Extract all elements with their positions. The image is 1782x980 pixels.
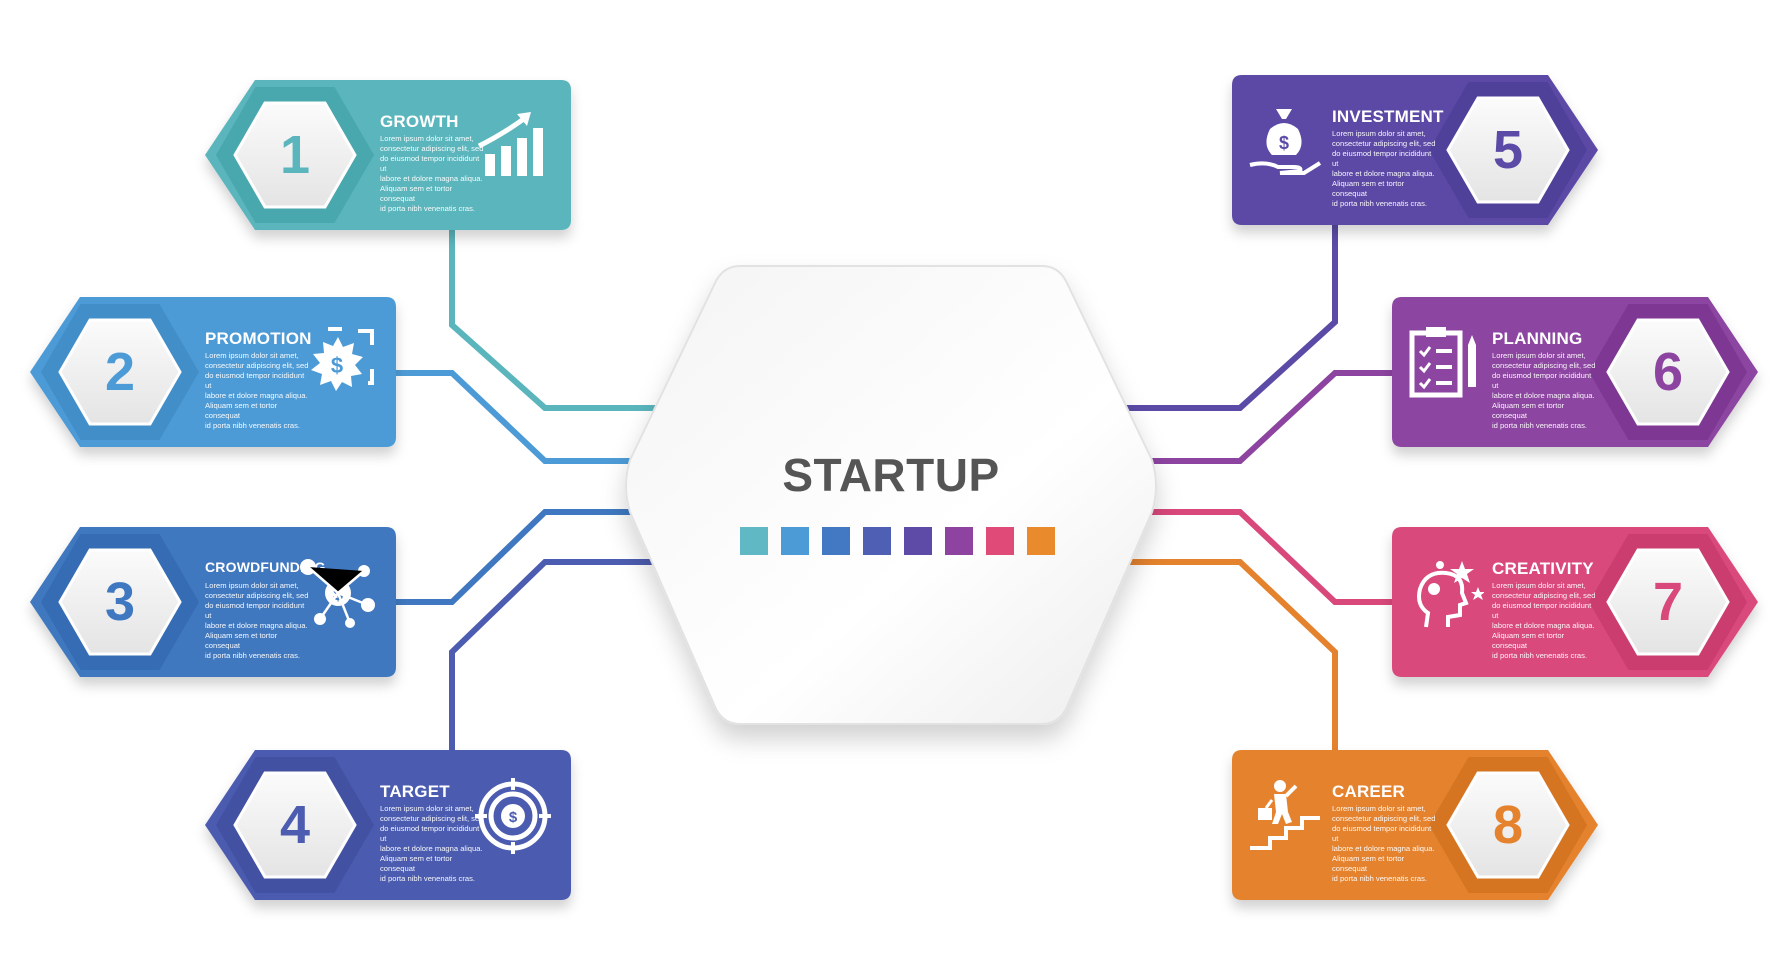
creative-head-stars-icon: [1404, 553, 1485, 633]
color-swatch-3: [822, 527, 850, 555]
step-number: 6: [1652, 342, 1684, 402]
color-swatch-1: [740, 527, 768, 555]
step-number: 1: [279, 125, 311, 185]
color-swatch-7: [986, 527, 1014, 555]
connector-line-7: [1145, 509, 1395, 605]
crowdfunding-network-icon: $: [298, 553, 378, 633]
step-card-2: 2 PROMOTION Lorem ipsum dolor sit amet, co…: [30, 297, 396, 447]
career-stairs-icon: [1244, 776, 1324, 856]
color-swatch-6: [945, 527, 973, 555]
center-title: STARTUP: [782, 449, 1000, 501]
step-card-4: 4 TARGET Lorem ipsum dolor sit amet, conse…: [205, 750, 571, 900]
connector-line-4: [449, 559, 667, 750]
step-card-shape-4: [205, 750, 571, 900]
step-description: Lorem ipsum dolor sit amet, consectetur …: [1332, 129, 1436, 208]
step-title: PROMOTION: [205, 329, 312, 348]
step-title: CROWDFUNDING: [205, 559, 326, 575]
color-swatch-8: [1027, 527, 1055, 555]
step-card-6: 6 PLANNING Lorem ipsum dolor sit amet, con…: [1392, 297, 1758, 447]
step-card-shape-6: [1392, 297, 1758, 447]
step-card-shape-5: [1232, 75, 1598, 225]
color-swatch-5: [904, 527, 932, 555]
step-number: 4: [279, 795, 311, 855]
step-card-1: 1 GROWTH Lorem ipsum dolor sit amet, conse…: [205, 80, 571, 230]
step-description: Lorem ipsum dolor sit amet, consectetur …: [205, 581, 309, 660]
step-card-3: 3 CROWDFUNDING Lorem ipsum dolor sit amet,…: [30, 527, 396, 677]
color-swatch-row: [740, 527, 1060, 555]
step-title: GROWTH: [380, 112, 459, 131]
connector-line-1: [449, 228, 667, 411]
step-description: Lorem ipsum dolor sit amet, consectetur …: [1332, 804, 1436, 883]
step-title: PLANNING: [1492, 329, 1583, 348]
step-description: Lorem ipsum dolor sit amet, consectetur …: [1492, 351, 1596, 430]
step-number: 5: [1492, 120, 1524, 180]
color-swatch-2: [781, 527, 809, 555]
connector-line-5: [1120, 222, 1338, 411]
svg-text:$: $: [509, 809, 518, 826]
step-card-shape-8: [1232, 750, 1598, 900]
svg-text:$: $: [1279, 133, 1289, 153]
target-dollar-icon: $: [473, 776, 553, 856]
step-description: Lorem ipsum dolor sit amet, consectetur …: [1492, 581, 1596, 660]
center-hexagon: [625, 265, 1157, 725]
step-number: 7: [1652, 572, 1684, 632]
step-card-5: 5 INVESTMENT Lorem ipsum dolor sit amet, c…: [1232, 75, 1598, 225]
step-card-8: 8 CAREER Lorem ipsum dolor sit amet, conse…: [1232, 750, 1598, 900]
step-title: CREATIVITY: [1492, 559, 1594, 578]
step-card-shape-1: [205, 80, 571, 230]
step-card-7: 7 CREATIVITY Lorem ipsum dolor sit amet, c…: [1392, 527, 1758, 677]
step-number: 8: [1492, 795, 1524, 855]
connector-line-3: [392, 509, 642, 605]
connector-line-6: [1145, 370, 1395, 464]
clipboard-checklist-icon: [1404, 323, 1484, 403]
step-title: INVESTMENT: [1332, 107, 1444, 126]
step-number: 3: [104, 572, 136, 632]
step-description: Lorem ipsum dolor sit amet, consectetur …: [205, 351, 309, 430]
step-card-shape-2: [30, 297, 396, 447]
svg-text:$: $: [331, 353, 343, 378]
connector-line-2: [392, 370, 642, 464]
growth-chart-icon: [473, 106, 553, 186]
step-description: Lorem ipsum dolor sit amet, consectetur …: [380, 134, 484, 213]
step-title: TARGET: [380, 782, 450, 801]
promotion-dollar-burst-icon: $: [298, 323, 378, 403]
color-swatch-4: [863, 527, 891, 555]
step-card-shape-7: [1392, 527, 1758, 677]
step-number: 2: [104, 342, 136, 402]
connector-line-8: [1120, 559, 1338, 750]
step-title: CAREER: [1332, 782, 1405, 801]
step-description: Lorem ipsum dolor sit amet, consectetur …: [380, 804, 484, 883]
money-bag-hand-icon: $: [1244, 101, 1324, 181]
